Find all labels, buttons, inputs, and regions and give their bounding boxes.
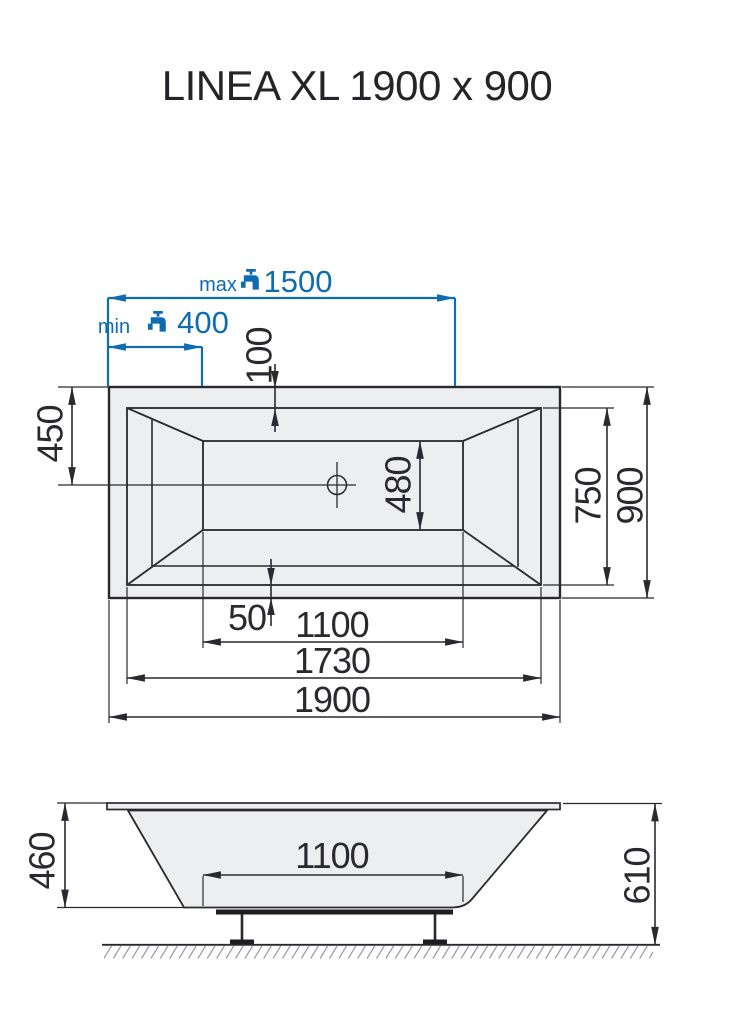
support-frame bbox=[216, 909, 453, 915]
dim-floor-length-value: 1100 bbox=[295, 604, 368, 645]
dim-depth: 460 bbox=[22, 802, 186, 909]
dim-opening-length: 1730 bbox=[126, 587, 542, 684]
dim-overall-length-value: 1900 bbox=[294, 679, 370, 720]
page-title: LINEA XL 1900 x 900 bbox=[161, 62, 553, 109]
dim-overall-height-value: 610 bbox=[617, 847, 658, 904]
dim-rim-top-value: 100 bbox=[239, 327, 280, 384]
dim-faucet-max-value: 1500 bbox=[264, 264, 333, 299]
floor-hatch bbox=[104, 946, 653, 960]
dim-floor-length: 1100 bbox=[202, 532, 464, 648]
foot-left bbox=[230, 939, 254, 945]
tub-outer-outline bbox=[107, 385, 562, 600]
top-view: max 1500 min 400 bbox=[30, 264, 654, 723]
dim-depth-value: 460 bbox=[22, 832, 63, 889]
dim-floor-width-value: 480 bbox=[378, 456, 419, 513]
dim-overall-height: 610 bbox=[563, 802, 662, 946]
rim-deck bbox=[106, 802, 561, 811]
dim-opening-width: 750 bbox=[543, 407, 614, 586]
dim-overall-width-value: 900 bbox=[610, 467, 651, 524]
dim-center-from-top-edge: 450 bbox=[30, 386, 109, 486]
dim-faucet-max: max 1500 bbox=[106, 264, 457, 386]
dim-rim-top: 100 bbox=[239, 327, 280, 432]
drain-icon bbox=[326, 462, 348, 508]
dim-faucet-min-value: 400 bbox=[177, 305, 229, 340]
wall-contour-lines bbox=[151, 419, 519, 567]
faucet-icon bbox=[148, 311, 166, 332]
wall-slope-lines bbox=[126, 407, 542, 586]
dim-floor-length-side: 1100 bbox=[202, 835, 464, 906]
dim-floor-length-side-value: 1100 bbox=[295, 835, 368, 876]
dim-overall-width: 900 bbox=[562, 386, 654, 599]
dim-opening-length-value: 1730 bbox=[294, 640, 370, 681]
dim-faucet-min-label: min bbox=[98, 316, 130, 338]
tub-body bbox=[126, 809, 549, 909]
tub-opening-outline bbox=[126, 407, 542, 586]
side-view: 460 1100 610 bbox=[22, 802, 662, 960]
dim-faucet-max-label: max bbox=[199, 274, 237, 296]
dim-center-from-top-edge-value: 450 bbox=[30, 405, 71, 462]
faucet-icon bbox=[241, 269, 259, 290]
dim-floor-width: 480 bbox=[378, 440, 424, 531]
foot-right bbox=[423, 939, 447, 945]
dim-opening-width-value: 750 bbox=[568, 467, 609, 524]
dim-rim-bottom: 50 bbox=[228, 559, 275, 638]
dim-overall-length: 1900 bbox=[108, 600, 561, 723]
dim-rim-bottom-value: 50 bbox=[228, 597, 266, 638]
dim-faucet-min: min 400 bbox=[98, 305, 229, 386]
